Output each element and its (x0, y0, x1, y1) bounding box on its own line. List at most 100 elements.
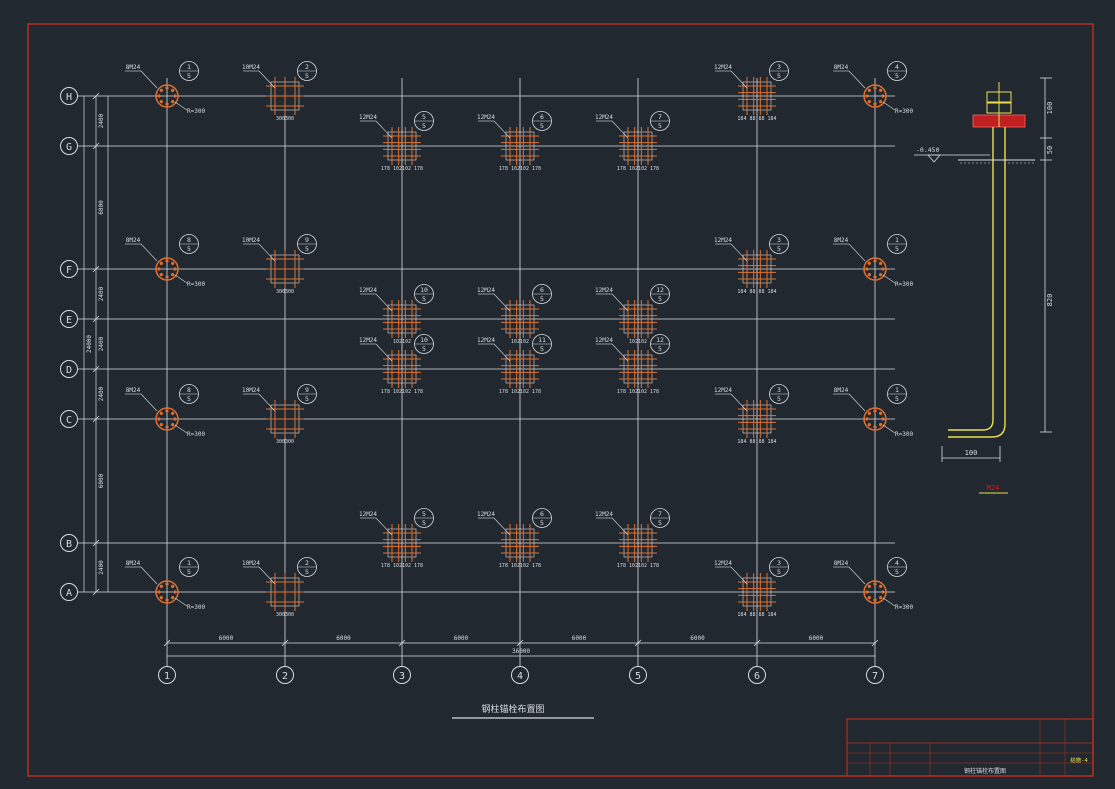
anchor-leader-4 (375, 120, 393, 139)
grid-label-col-4: 4 (517, 671, 523, 682)
grid-bubble-col-7 (866, 666, 884, 684)
round-anchor-bolt-24-6 (165, 582, 169, 586)
rect-anchor-dims-14: 178 102102 178 (381, 389, 423, 395)
anchor-leader-14 (375, 343, 393, 362)
anchor-sub-10: 5 (895, 245, 899, 253)
anchor-leader-25 (258, 566, 276, 585)
dim-col-spacing-0: 6000 (219, 635, 234, 642)
rect-anchor-plate-4 (387, 131, 417, 161)
grid-bubble-col-4 (511, 666, 529, 684)
anchor-spec-0: 8M24 (126, 64, 141, 71)
round-anchor-bolt-24-2 (165, 598, 169, 602)
anchor-sub-3: 5 (895, 72, 899, 80)
rect-anchor-dims-5: 178 102102 178 (499, 166, 541, 172)
round-anchor-bolt-20-4 (865, 417, 869, 421)
anchor-number-18: 9 (305, 386, 309, 394)
radius-leader-17 (174, 424, 188, 434)
round-anchor-bolt-3-1 (879, 100, 883, 104)
anchor-spec-13: 12M24 (595, 287, 613, 294)
round-anchor-bolt-17-3 (159, 423, 163, 427)
round-anchor-bolt-24-0 (173, 590, 177, 594)
rect-anchor-dims-11: 102102 (393, 339, 411, 345)
rect-anchor-plate-16 (623, 354, 653, 384)
anchor-bolt-detail: -0.450 100 50 820 100 M24 (914, 77, 1054, 494)
anchor-number-26: 3 (777, 559, 781, 567)
radius-leader-0 (174, 101, 188, 111)
round-anchor-bolt-0-4 (157, 94, 161, 98)
round-anchor-ring-10 (863, 257, 887, 281)
rect-anchor-plate-12 (505, 304, 535, 334)
round-anchor-bolt-20-2 (873, 425, 877, 429)
round-anchor-bolt-0-3 (159, 100, 163, 104)
anchor-sub-18: 5 (305, 395, 309, 403)
anchor-sub-13: 5 (658, 295, 662, 303)
anchor-leader-5 (493, 120, 511, 139)
anchor-leader-3 (848, 70, 866, 89)
anchor-spec-26: 12M24 (714, 560, 732, 567)
rect-anchor-dims-8: 300300 (276, 289, 294, 295)
round-anchor-bolt-3-6 (873, 86, 877, 90)
anchor-leader-1 (258, 70, 276, 89)
grid-bubble-col-6 (748, 666, 766, 684)
dim-tick-col-4 (634, 639, 642, 647)
grid-bubble-row-C (60, 410, 78, 428)
round-anchor-bolt-3-4 (865, 94, 869, 98)
radius-leader-10 (882, 274, 896, 284)
anchor-number-8: 9 (305, 236, 309, 244)
rect-anchor-plate-15 (505, 354, 535, 384)
dim-col-spacing-4: 6000 (690, 635, 705, 642)
anchor-leader-16 (611, 343, 629, 362)
round-anchor-bolt-20-7 (879, 411, 883, 415)
detail-elevation-label: -0.450 (916, 146, 940, 154)
anchor-leader-24 (140, 566, 158, 585)
title-block-border (846, 718, 1094, 777)
round-anchor-bolt-10-5 (867, 261, 871, 265)
round-anchor-bolt-27-7 (879, 584, 883, 588)
anchor-sub-26: 5 (777, 568, 781, 576)
round-anchor-bolt-0-1 (171, 100, 175, 104)
dim-col-spacing-2: 6000 (454, 635, 469, 642)
dim-row-spacing-5: 6000 (98, 473, 105, 488)
anchor-sub-9: 5 (777, 245, 781, 253)
grid-bubble-row-E (60, 310, 78, 328)
round-anchor-bolt-3-5 (867, 88, 871, 92)
anchor-number-17: 8 (187, 386, 191, 394)
dim-row-spacing-0: 2400 (98, 113, 105, 128)
anchor-spec-11: 12M24 (359, 287, 377, 294)
anchor-leader-6 (611, 120, 629, 139)
round-anchor-bolt-3-2 (873, 102, 877, 106)
anchor-leader-13 (611, 293, 629, 312)
grid-label-row-B: B (66, 539, 72, 550)
anchor-number-24: 1 (187, 559, 191, 567)
dim-tick-row-2 (92, 265, 100, 273)
anchor-leader-22 (493, 517, 511, 536)
round-anchor-bolt-7-7 (171, 261, 175, 265)
anchor-leader-11 (375, 293, 393, 312)
anchor-sub-12: 5 (540, 295, 544, 303)
radius-label-27: R=300 (895, 604, 913, 611)
round-anchor-bolt-27-4 (865, 590, 869, 594)
anchor-spec-20: 8M24 (834, 387, 849, 394)
radius-leader-3 (882, 101, 896, 111)
dim-col-spacing-3: 6000 (572, 635, 587, 642)
anchor-sub-23: 5 (658, 519, 662, 527)
round-anchor-bolt-10-0 (881, 267, 885, 271)
round-anchor-ring-24 (155, 580, 179, 604)
anchor-leader-27 (848, 566, 866, 585)
anchor-sub-16: 5 (658, 345, 662, 353)
round-anchor-bolt-20-5 (867, 411, 871, 415)
round-anchor-ring-0 (155, 84, 179, 108)
round-anchor-bolt-0-2 (165, 102, 169, 106)
anchor-leader-12 (493, 293, 511, 312)
anchor-spec-1: 10M24 (242, 64, 260, 71)
